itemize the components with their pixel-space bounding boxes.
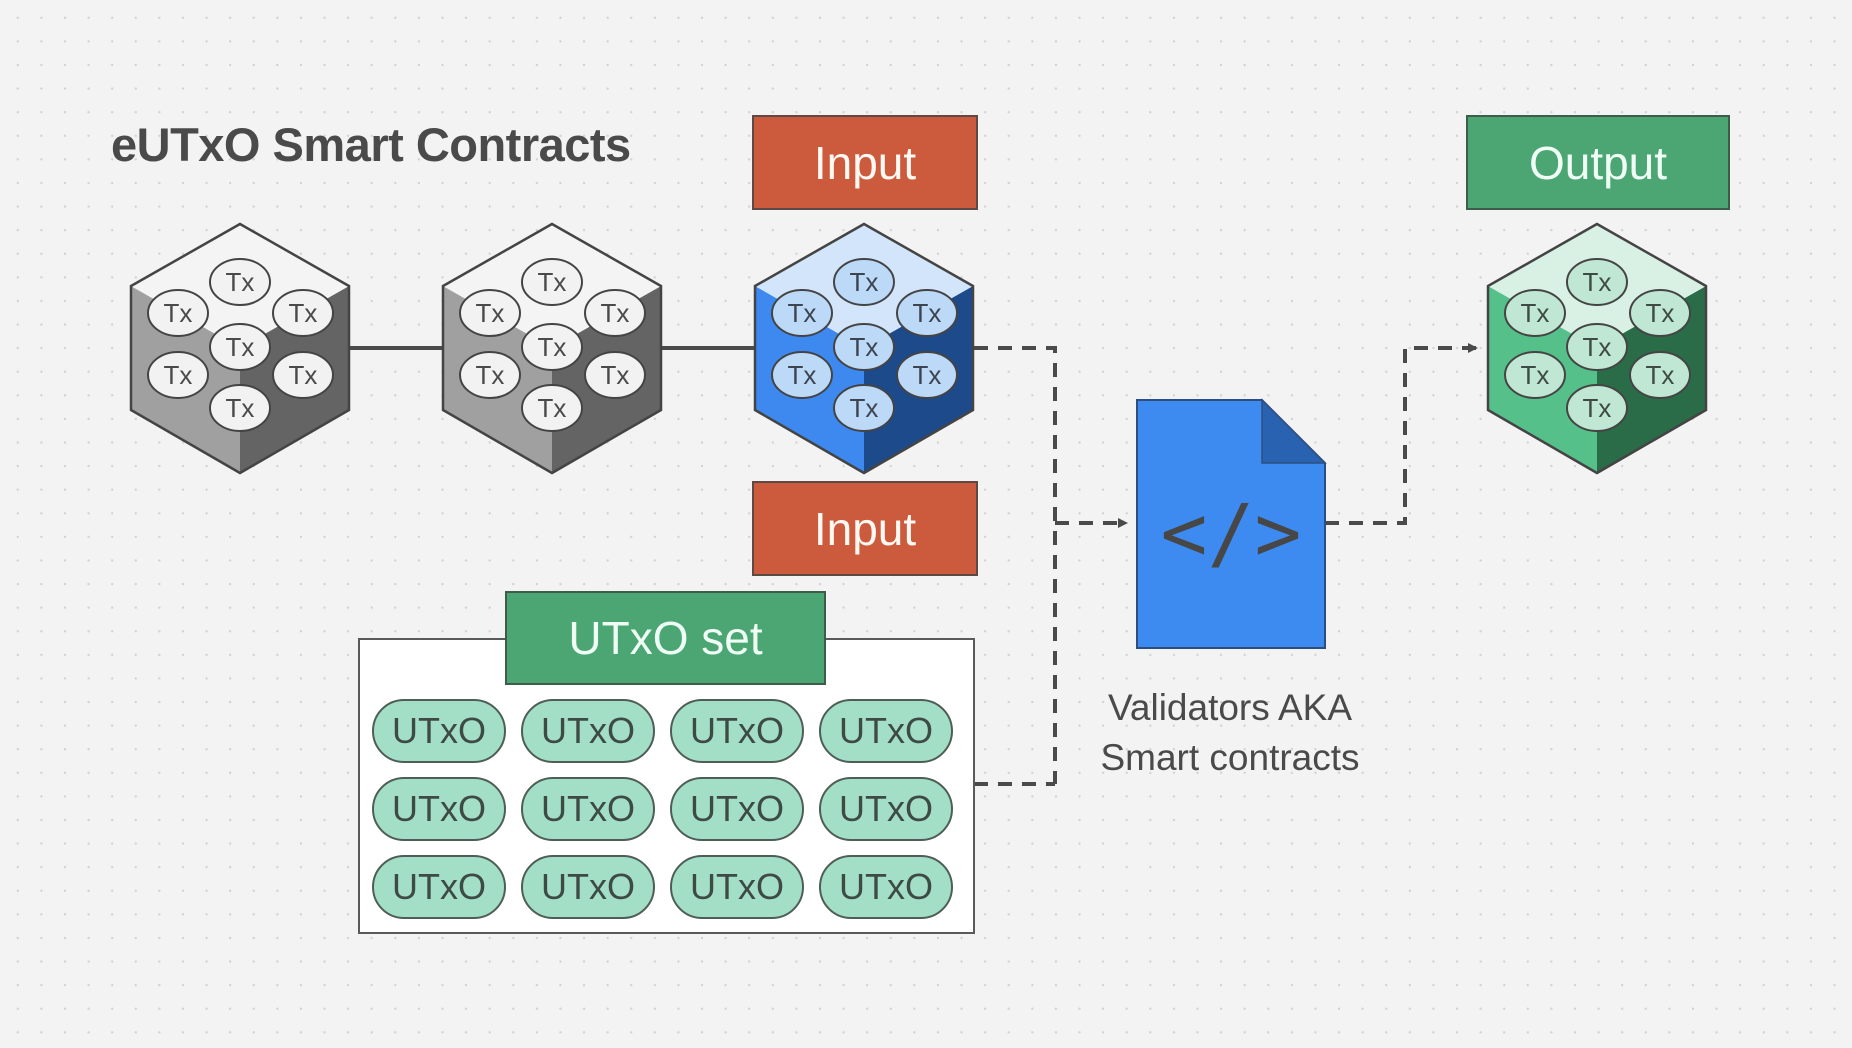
connector-validator-to-output (1325, 343, 1478, 525)
tx-bubble (1566, 323, 1628, 371)
output-label-text: Output (1528, 136, 1668, 189)
input-label-bottom-text: Input (813, 502, 917, 555)
tx-bubble (521, 323, 583, 371)
validator-caption: Validators AKA Smart contracts (1060, 683, 1400, 783)
input-label-bottom: Input (752, 481, 978, 576)
utxo-item: UTxO (670, 777, 804, 841)
tx-bubble (147, 289, 209, 337)
tx-bubble (521, 258, 583, 306)
tx-label: Tx (164, 360, 193, 390)
utxo-item: UTxO (372, 699, 506, 763)
hex-outline (129, 222, 351, 475)
connector-input-block-to-bus (974, 346, 1057, 784)
tx-label: Tx (1583, 393, 1612, 423)
tx-bubble (459, 351, 521, 399)
validator-document-icon: </> (1136, 398, 1327, 649)
utxo-item: UTxO (521, 855, 655, 919)
tx-label: Tx (850, 332, 879, 362)
tx-label: Tx (164, 298, 193, 328)
utxo-item: UTxO (670, 855, 804, 919)
utxo-grid: UTxO UTxO UTxO UTxO UTxO UTxO UTxO UTxO … (372, 699, 953, 919)
tx-bubble (833, 323, 895, 371)
tx-bubble (272, 351, 334, 399)
tx-bubble (521, 384, 583, 432)
tx-bubble (1629, 289, 1691, 337)
tx-label: Tx (538, 332, 567, 362)
tx-label: Tx (850, 267, 879, 297)
tx-bubble (584, 351, 646, 399)
tx-bubble (584, 289, 646, 337)
tx-bubble (833, 384, 895, 432)
tx-label: Tx (601, 298, 630, 328)
tx-label: Tx (1583, 332, 1612, 362)
utxo-item: UTxO (819, 699, 953, 763)
tx-label: Tx (1583, 267, 1612, 297)
tx-bubble (896, 351, 958, 399)
tx-bubble (459, 289, 521, 337)
tx-bubble (1504, 289, 1566, 337)
tx-bubble (896, 289, 958, 337)
utxo-set-header-text: UTxO set (568, 612, 763, 664)
tx-bubble (833, 258, 895, 306)
diagram-title: eUTxO Smart Contracts (111, 118, 631, 171)
utxo-item: UTxO (372, 855, 506, 919)
tx-bubble (209, 384, 271, 432)
tx-bubble (771, 289, 833, 337)
code-glyph: </> (1161, 489, 1302, 579)
hex-outline (1486, 222, 1708, 475)
tx-label: Tx (538, 267, 567, 297)
tx-label: Tx (226, 267, 255, 297)
tx-label: Tx (538, 393, 567, 423)
tx-label: Tx (289, 298, 318, 328)
utxo-item: UTxO (521, 699, 655, 763)
utxo-item: UTxO (819, 777, 953, 841)
utxo-item: UTxO (521, 777, 655, 841)
tx-label: Tx (1521, 298, 1550, 328)
tx-label: Tx (289, 360, 318, 390)
tx-label: Tx (913, 360, 942, 390)
tx-label: Tx (1646, 298, 1675, 328)
tx-label: Tx (1646, 360, 1675, 390)
tx-bubble (771, 351, 833, 399)
input-label-top: Input (752, 115, 978, 210)
tx-label: Tx (601, 360, 630, 390)
tx-bubble (209, 258, 271, 306)
tx-bubble (147, 351, 209, 399)
hex-outline (441, 222, 663, 475)
tx-label: Tx (476, 360, 505, 390)
utxo-set-header: UTxO set (505, 591, 826, 685)
tx-bubble (1566, 258, 1628, 306)
validator-caption-line-2: Smart contracts (1100, 737, 1360, 778)
input-label-top-text: Input (813, 136, 917, 189)
validator-caption-line-1: Validators AKA (1107, 687, 1353, 728)
tx-label: Tx (913, 298, 942, 328)
tx-label: Tx (476, 298, 505, 328)
tx-bubble (1629, 351, 1691, 399)
tx-label: Tx (788, 298, 817, 328)
hex-outline (753, 222, 975, 475)
tx-bubble (272, 289, 334, 337)
tx-label: Tx (850, 393, 879, 423)
utxo-item: UTxO (819, 855, 953, 919)
tx-label: Tx (226, 393, 255, 423)
document-fold (1261, 398, 1327, 464)
tx-bubble (1504, 351, 1566, 399)
tx-label: Tx (226, 332, 255, 362)
utxo-item: UTxO (372, 777, 506, 841)
output-label: Output (1466, 115, 1730, 210)
tx-label: Tx (1521, 360, 1550, 390)
tx-bubble (1566, 384, 1628, 432)
tx-bubble (209, 323, 271, 371)
tx-label: Tx (788, 360, 817, 390)
utxo-item: UTxO (670, 699, 804, 763)
